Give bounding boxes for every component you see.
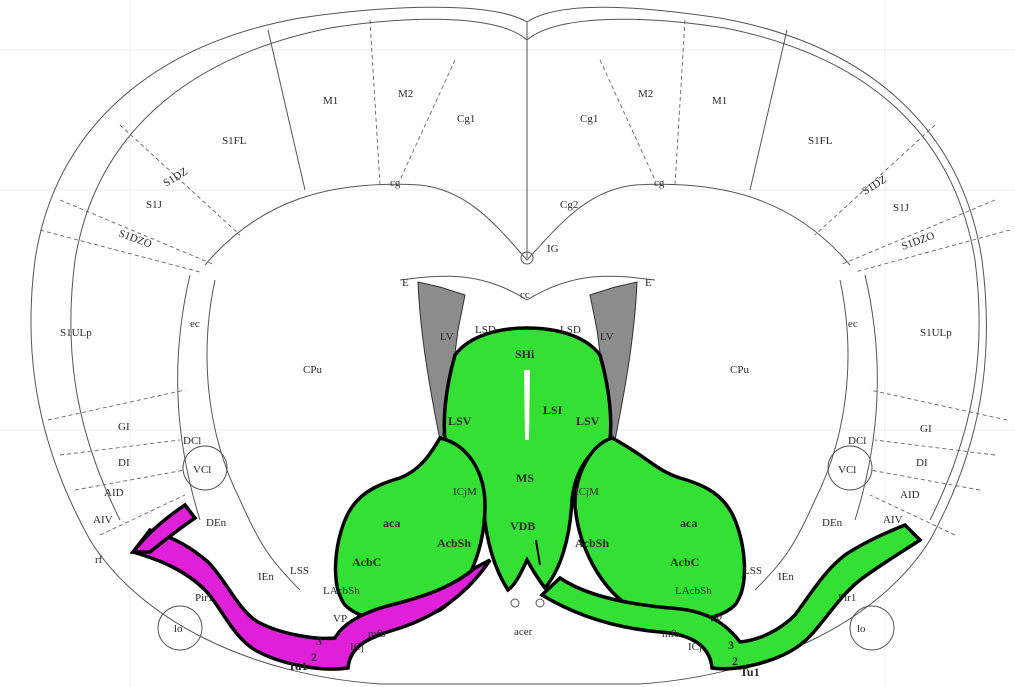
label-lsv-left: LSV bbox=[448, 414, 472, 428]
label-s1dz-left: S1DZ bbox=[161, 165, 190, 189]
label-icjm-left: ICjM bbox=[453, 486, 477, 498]
acer-left bbox=[511, 599, 519, 607]
acer-right bbox=[536, 599, 544, 607]
label-aiv-right: AIV bbox=[883, 514, 903, 526]
label-cg1-left: Cg1 bbox=[457, 113, 475, 125]
label-mfb-right: mfb bbox=[662, 628, 680, 640]
label-lv-right: LV bbox=[600, 331, 614, 343]
label-ien-right: IEn bbox=[778, 571, 794, 583]
label-vdb: VDB bbox=[510, 519, 535, 533]
label-den-right: DEn bbox=[822, 517, 843, 529]
label-m1-right: M1 bbox=[712, 95, 727, 107]
label-s1dzo-left: S1DZO bbox=[117, 228, 153, 251]
label-s1dzo-right: S1DZO bbox=[900, 230, 936, 253]
label-ici-right: ICj bbox=[688, 641, 702, 653]
label-layer3-left: 3 bbox=[316, 634, 322, 648]
left-striatum-outline bbox=[207, 280, 300, 590]
label-acer: acer bbox=[514, 626, 533, 638]
label-den-left: DEn bbox=[206, 517, 227, 529]
label-acbsh-right: AcbSh bbox=[575, 536, 609, 550]
label-lacbsh-right: LAcbSh bbox=[675, 585, 712, 597]
label-ec-right: ec bbox=[848, 318, 858, 330]
label-lsd-left: LSD bbox=[475, 324, 496, 336]
label-rf: rf bbox=[95, 554, 103, 566]
septum-midline-streak bbox=[524, 370, 530, 440]
label-s1ulp-left: S1ULp bbox=[60, 327, 92, 339]
label-aca-left: aca bbox=[383, 516, 400, 530]
label-s1fl-right: S1FL bbox=[808, 135, 833, 147]
label-gi-left: GI bbox=[118, 421, 130, 433]
label-aiv-left: AIV bbox=[93, 514, 113, 526]
label-m2-left: M2 bbox=[398, 88, 413, 100]
label-lv-left: LV bbox=[440, 331, 454, 343]
label-s1j-right: S1J bbox=[893, 202, 910, 214]
label-ms: MS bbox=[516, 471, 534, 485]
right-accumbens-green bbox=[575, 438, 744, 621]
label-lss-right: LSS bbox=[743, 565, 762, 577]
label-cg-left: cg bbox=[390, 177, 401, 189]
label-m1-left: M1 bbox=[323, 95, 338, 107]
label-aid-left: AID bbox=[104, 487, 124, 499]
label-lo-left: lo bbox=[174, 623, 183, 635]
label-acbc-left: AcbC bbox=[352, 555, 381, 569]
label-e-right: E bbox=[645, 277, 652, 289]
label-cg-right: cg bbox=[654, 177, 665, 189]
label-lsi: LSI bbox=[543, 403, 563, 417]
label-cpu-right: CPu bbox=[730, 364, 749, 376]
label-aid-right: AID bbox=[900, 489, 920, 501]
label-e-left: E bbox=[402, 277, 409, 289]
label-vp-left: VP bbox=[333, 613, 347, 625]
label-s1j-left: S1J bbox=[146, 199, 163, 211]
label-s1ulp-right: S1ULp bbox=[920, 327, 952, 339]
label-cc: cc bbox=[520, 289, 530, 301]
label-lsd-right: LSD bbox=[560, 324, 581, 336]
label-acbc-right: AcbC bbox=[670, 555, 699, 569]
label-layer2-left: 2 bbox=[311, 650, 317, 664]
label-vcl-left: VCl bbox=[193, 464, 211, 476]
label-tu1-right: Tu1 bbox=[740, 665, 760, 679]
label-lss-left: LSS bbox=[290, 565, 309, 577]
label-vp-right: VP bbox=[708, 613, 722, 625]
label-cg1-right: Cg1 bbox=[580, 113, 598, 125]
label-pir1-right: Pir1 bbox=[838, 592, 856, 604]
label-ec-left: ec bbox=[190, 318, 200, 330]
label-cpu-left: CPu bbox=[303, 364, 322, 376]
label-layer2-right: 2 bbox=[732, 654, 738, 668]
label-lacbsh-left: LAcbSh bbox=[323, 585, 360, 597]
label-vcl-right: VCl bbox=[838, 464, 856, 476]
label-gi-right: GI bbox=[920, 423, 932, 435]
label-ig: IG bbox=[547, 243, 559, 255]
label-cg2: Cg2 bbox=[560, 199, 578, 211]
label-mfb-left: mfb bbox=[368, 628, 386, 640]
right-striatum-outline bbox=[755, 280, 848, 590]
label-lsv-right: LSV bbox=[576, 414, 600, 428]
label-shi: SHi bbox=[515, 347, 535, 361]
label-m2-right: M2 bbox=[638, 88, 653, 100]
label-di-left: DI bbox=[118, 457, 130, 469]
label-pir1-left: Pir1 bbox=[195, 592, 213, 604]
label-dci-right: DCl bbox=[848, 435, 866, 447]
label-di-right: DI bbox=[916, 457, 928, 469]
label-aca-right: aca bbox=[680, 516, 697, 530]
label-acbsh-left: AcbSh bbox=[437, 536, 471, 550]
label-lo-right: lo bbox=[857, 623, 866, 635]
label-tu1-left: Tu1 bbox=[288, 659, 308, 673]
label-dci-left: DCl bbox=[183, 435, 201, 447]
label-layer3-right: 3 bbox=[728, 638, 734, 652]
label-ici-left: ICj bbox=[350, 641, 364, 653]
label-icjm-right: ICjM bbox=[575, 486, 599, 498]
label-s1fl-left: S1FL bbox=[222, 135, 247, 147]
label-ien-left: IEn bbox=[258, 571, 274, 583]
